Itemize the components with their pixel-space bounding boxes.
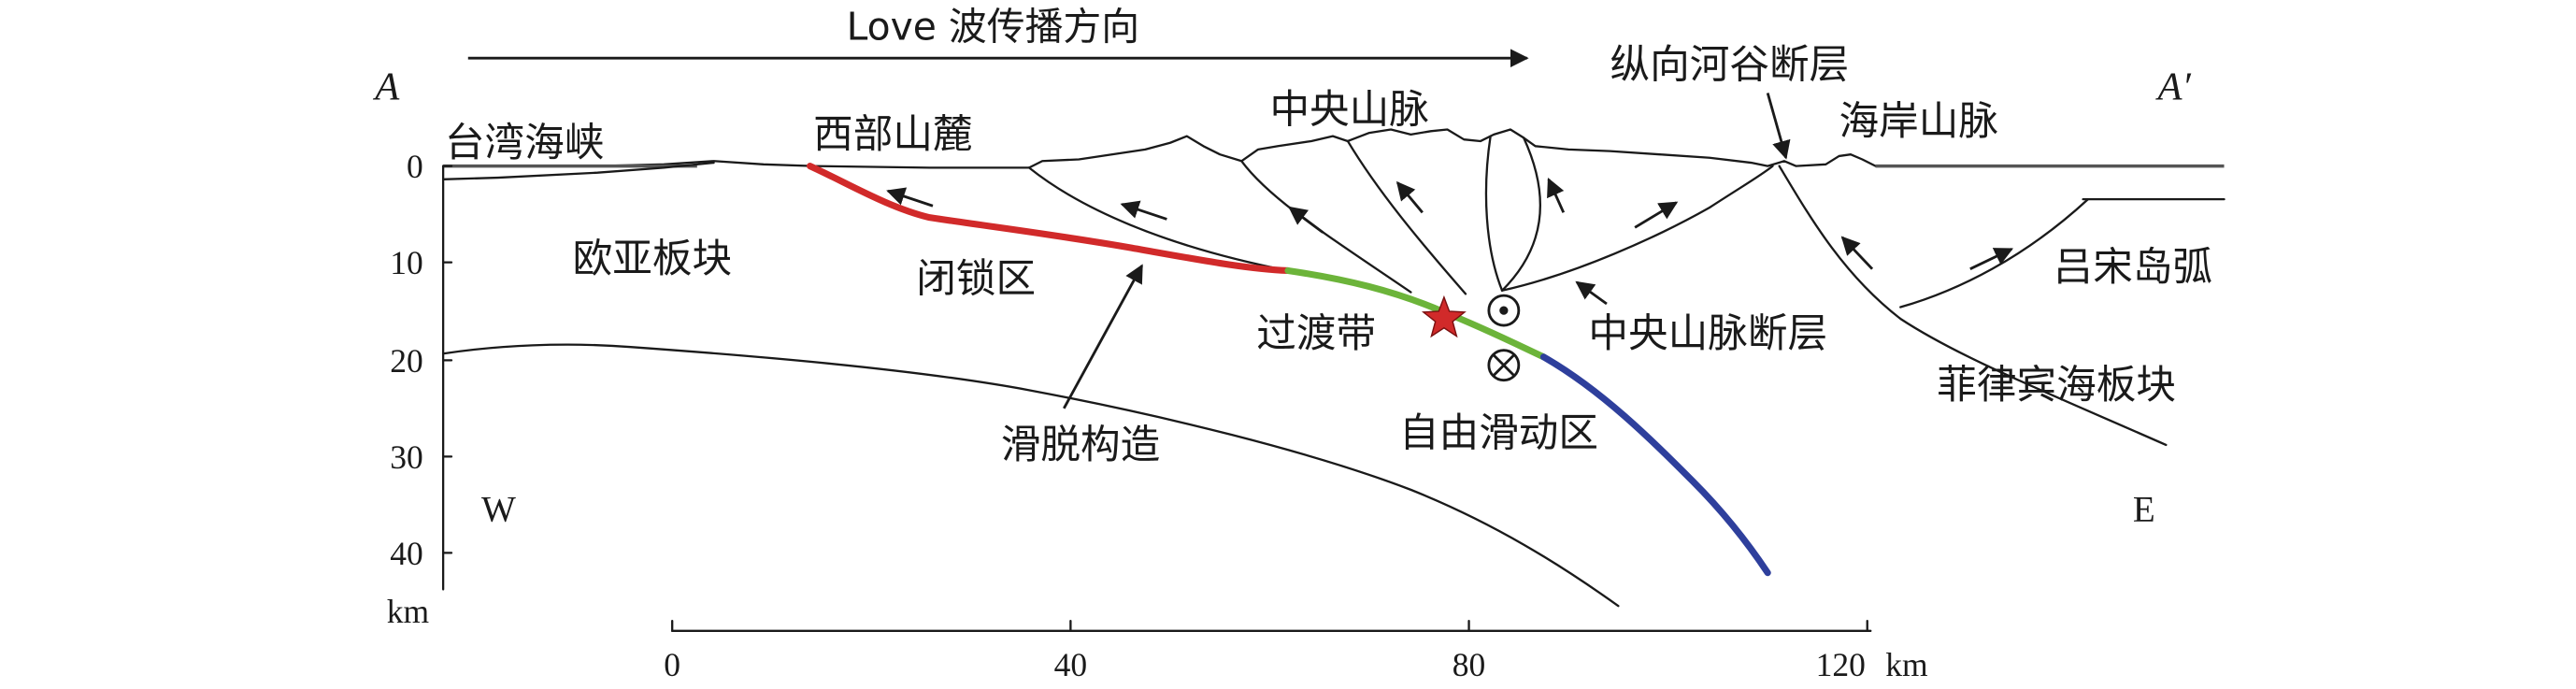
- longitudinal-valley-fault-pointer: [1766, 93, 1791, 160]
- east-label: E: [2133, 490, 2155, 530]
- depth-tick-label: 30: [390, 438, 423, 476]
- distance-tick-label: 80: [1453, 646, 1486, 683]
- philippine-sea-plate-boundary: [1778, 165, 2168, 447]
- philippine-sea-plate-label: 菲律宾海板块: [1937, 362, 2176, 409]
- motion-arrow-4: [1395, 180, 1424, 214]
- depth-axis: [441, 165, 453, 591]
- depth-axis-unit: km: [387, 593, 430, 630]
- luzon-arc-label: 吕宋岛弧: [2054, 244, 2212, 291]
- out-of-page-slip-icon: [1487, 294, 1521, 327]
- distance-tick-label: 40: [1054, 646, 1088, 683]
- taiwan-strait-label: 台湾海峡: [445, 120, 604, 166]
- eurasian-plate-label: 欧亚板块: [573, 236, 732, 282]
- central-range-fault-line: [1500, 165, 1774, 292]
- depth-tick-label: 40: [390, 535, 423, 572]
- depth-tick-label: 0: [407, 148, 423, 185]
- profile-start-label: A: [372, 65, 400, 109]
- western-foothills-label: 西部山麓: [813, 111, 972, 158]
- motion-arrow-2: [1120, 200, 1167, 221]
- into-page-slip-icon: [1487, 349, 1521, 382]
- thrust-fault-1: [1027, 166, 1290, 272]
- thrust-fault-3: [1346, 139, 1467, 295]
- depth-tick-label: 10: [390, 244, 423, 281]
- motion-arrow-6: [1634, 201, 1679, 229]
- profile-end-label: A′: [2155, 65, 2192, 109]
- central-range-label: 中央山脉: [1269, 86, 1428, 133]
- decollement-label: 滑脱构造: [1001, 422, 1160, 468]
- thrust-fault-4: [1484, 135, 1504, 292]
- transition-zone-label: 过渡带: [1256, 310, 1376, 357]
- motion-arrow-7: [1840, 236, 1874, 270]
- free-slip-zone-label: 自由滑动区: [1399, 410, 1598, 457]
- surface-topography: [441, 128, 1877, 169]
- distance-tick-label: 0: [664, 646, 680, 683]
- central-range-fault-label: 中央山脉断层: [1588, 310, 1827, 357]
- distance-axis: [671, 620, 1872, 632]
- motion-arrow-3: [1288, 206, 1324, 234]
- strait-seafloor: [441, 161, 715, 180]
- luzon-arc-boundary: [1899, 197, 2090, 309]
- west-label: W: [481, 490, 516, 530]
- lower-plate-boundary: [441, 343, 1620, 608]
- motion-arrow-1: [886, 187, 934, 208]
- thrust-fault-5: [1500, 136, 1541, 292]
- locked-zone-label: 闭锁区: [916, 256, 1036, 303]
- motion-arrow-8: [1969, 248, 2014, 270]
- motion-arrow-5: [1547, 177, 1566, 213]
- central-range-fault-pointer: [1575, 280, 1608, 306]
- distance-tick-label: 120: [1816, 646, 1866, 683]
- distance-axis-unit: km: [1885, 646, 1928, 683]
- decollement-pointer: [1063, 264, 1143, 409]
- propagation-direction-label: Love 波传播方向: [847, 5, 1139, 50]
- locked-zone-segment: [807, 163, 1292, 275]
- depth-tick-label: 20: [390, 342, 423, 380]
- longitudinal-valley-fault-label: 纵向河谷断层: [1610, 41, 1850, 88]
- free-slip-zone-segment: [1539, 353, 1771, 577]
- coastal-range-label: 海岸山脉: [1839, 98, 1998, 145]
- epicenter-star-icon: [1421, 294, 1467, 338]
